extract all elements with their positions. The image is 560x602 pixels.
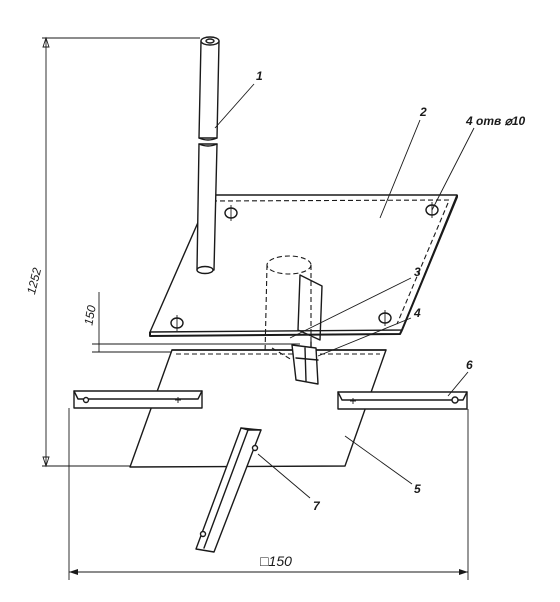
label-part-5: 5: [414, 482, 421, 496]
label-part-4: 4: [413, 306, 421, 320]
front-angle-bar: [195, 427, 262, 553]
height-dimension-text: 1252: [24, 266, 44, 296]
right-angle-bar: [337, 391, 468, 410]
label-holes-note: 4 отв ⌀10: [465, 114, 525, 128]
label-part-7: 7: [313, 499, 321, 513]
base-width-text: □150: [260, 553, 292, 569]
plate-hole: [378, 310, 392, 326]
rod: [196, 36, 220, 275]
label-part-6: 6: [466, 358, 473, 372]
base-width-dimension: □150: [68, 408, 469, 580]
left-angle-bar: [73, 390, 203, 409]
label-part-3: 3: [414, 265, 421, 279]
upper-plate: [149, 194, 458, 337]
label-part-2: 2: [419, 105, 427, 119]
label-part-1: 1: [256, 69, 263, 83]
plate-hole: [170, 315, 184, 331]
leader-lines: [214, 83, 475, 499]
plate-hole: [224, 205, 238, 221]
height-dimension: 1252: [24, 36, 200, 468]
gap-dimension-text: 150: [81, 304, 98, 326]
bracket: [271, 344, 319, 385]
